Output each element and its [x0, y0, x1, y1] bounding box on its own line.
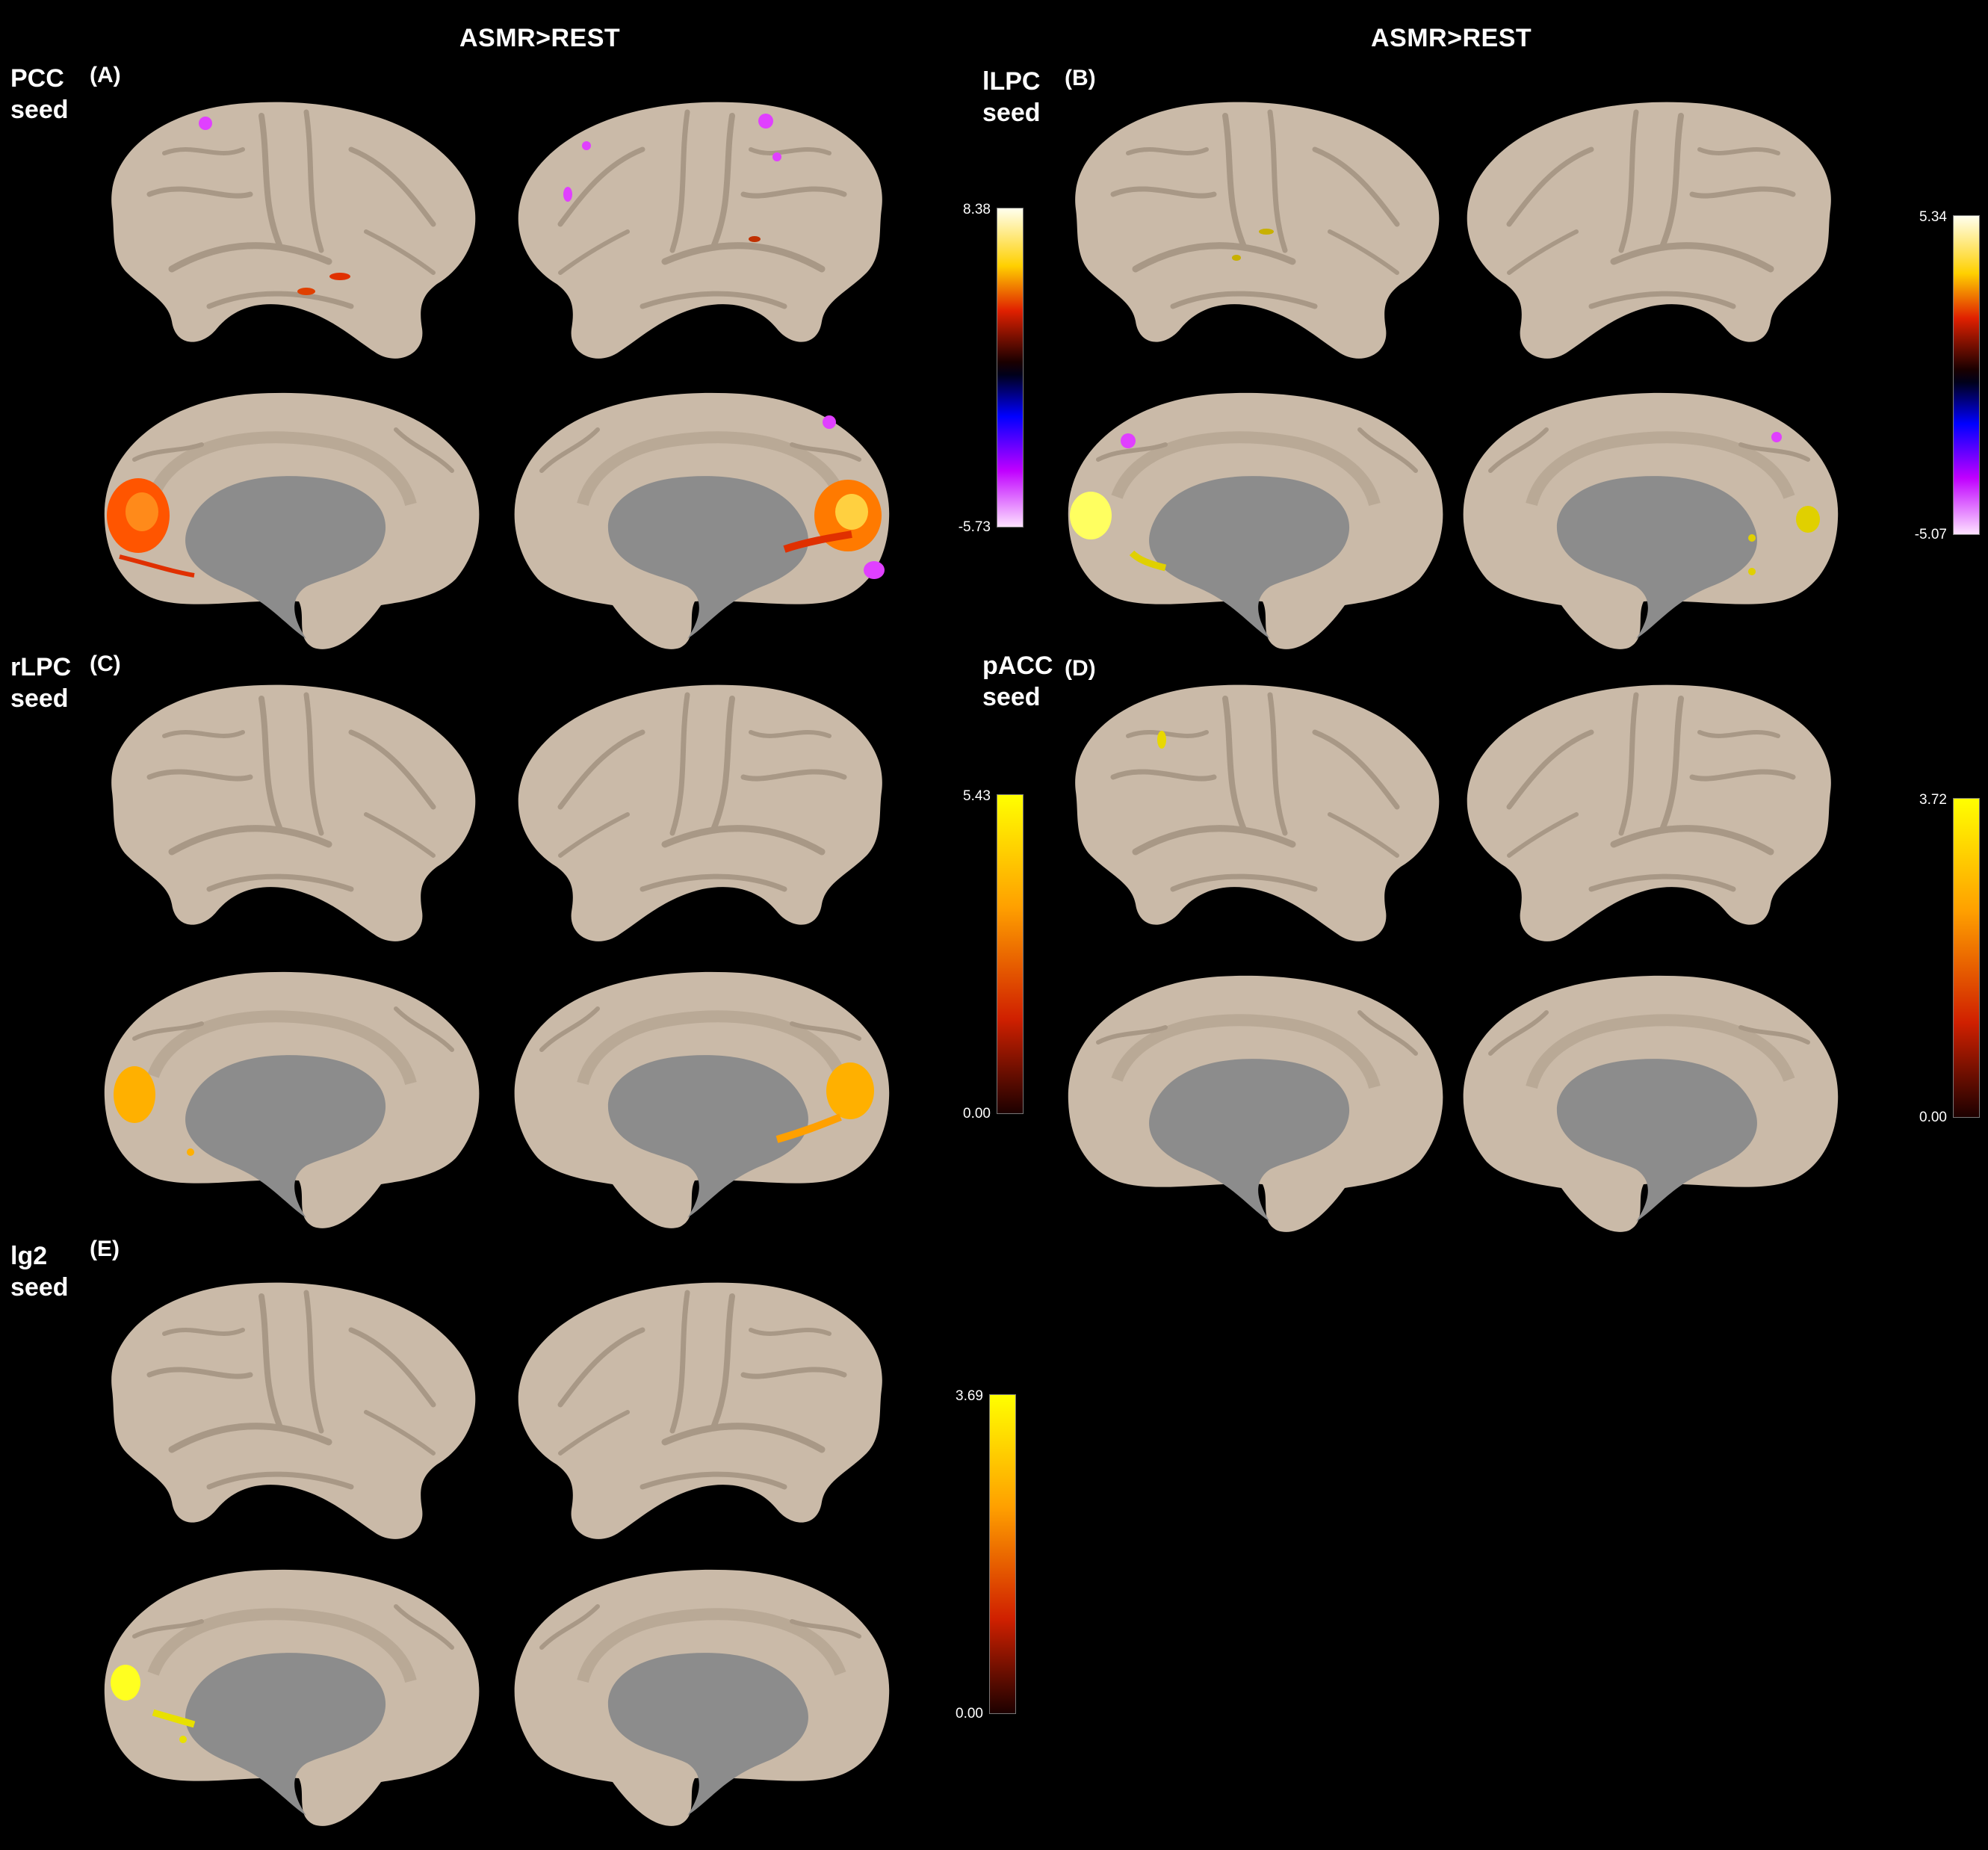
- brain-medial-right-e: [508, 1554, 911, 1838]
- seed-name-d: pACC: [982, 652, 1053, 680]
- seed-name-c: rLPC: [10, 653, 72, 681]
- header-left: ASMR>REST: [459, 24, 621, 52]
- brain-lateral-left-d: [1046, 665, 1449, 949]
- colorbar-max-d: 3.72: [1919, 792, 1947, 808]
- colorbar-gradient-c: [997, 794, 1024, 1114]
- colorbar-min-b: -5.07: [1914, 527, 1947, 542]
- seed-name-e: lg2: [10, 1242, 48, 1270]
- seed-label-d: pACC seed: [982, 650, 1053, 713]
- brain-lateral-right-c: [508, 665, 911, 949]
- panel-label-e: (E): [90, 1237, 120, 1261]
- colorbar-c: 5.43 0.00: [882, 788, 1024, 1124]
- brain-medial-right-b: [1457, 377, 1860, 661]
- colorbar-b: 5.34 -5.07: [1838, 209, 1980, 545]
- brain-medial-left-d: [1046, 960, 1449, 1244]
- colorbar-gradient-a: [997, 208, 1024, 528]
- brain-lateral-right-d: [1457, 665, 1860, 949]
- panel-label-b: (B): [1065, 66, 1096, 90]
- brain-lateral-right-e: [508, 1263, 911, 1547]
- colorbar-min-e: 0.00: [956, 1706, 983, 1721]
- panel-label-a: (A): [90, 63, 121, 87]
- colorbar-gradient-b: [1953, 215, 1980, 535]
- panel-label-d: (D): [1065, 656, 1096, 681]
- brain-medial-right-c: [508, 956, 911, 1240]
- colorbar-min-c: 0.00: [963, 1106, 991, 1122]
- colorbar-gradient-e: [989, 1394, 1016, 1714]
- brain-lateral-left-a: [82, 82, 486, 366]
- colorbar-max-c: 5.43: [963, 788, 991, 804]
- brain-lateral-left-c: [82, 665, 486, 949]
- seed-word-b: seed: [982, 99, 1041, 127]
- seed-name-a: PCC: [10, 64, 64, 93]
- colorbar-min-a: -5.73: [958, 519, 991, 535]
- brain-medial-left-c: [82, 956, 486, 1240]
- seed-name-b: lLPC: [982, 67, 1041, 96]
- brain-medial-right-a: [508, 377, 911, 661]
- colorbar-e: 3.69 0.00: [874, 1388, 1016, 1724]
- colorbar-gradient-d: [1953, 798, 1980, 1118]
- brain-medial-left-e: [82, 1554, 486, 1838]
- brain-lateral-left-b: [1046, 82, 1449, 366]
- seed-label-e: lg2 seed: [10, 1240, 69, 1303]
- seed-word-c: seed: [10, 684, 69, 713]
- brain-lateral-left-e: [82, 1263, 486, 1547]
- brain-medial-left-b: [1046, 377, 1449, 661]
- colorbar-max-b: 5.34: [1919, 209, 1947, 225]
- colorbar-d: 3.72 0.00: [1838, 792, 1980, 1128]
- brain-medial-right-d: [1457, 960, 1860, 1244]
- seed-word-a: seed: [10, 96, 69, 124]
- panel-label-c: (C): [90, 652, 121, 676]
- brain-lateral-right-a: [508, 82, 911, 366]
- seed-word-d: seed: [982, 683, 1041, 711]
- seed-word-e: seed: [10, 1273, 69, 1302]
- header-right: ASMR>REST: [1371, 24, 1532, 52]
- seed-label-c: rLPC seed: [10, 652, 71, 714]
- colorbar-max-e: 3.69: [956, 1388, 983, 1404]
- brain-medial-left-a: [82, 377, 486, 661]
- brain-lateral-right-b: [1457, 82, 1860, 366]
- colorbar-a: 8.38 -5.73: [882, 202, 1024, 538]
- colorbar-min-d: 0.00: [1919, 1110, 1947, 1125]
- seed-label-a: PCC seed: [10, 63, 69, 126]
- seed-label-b: lLPC seed: [982, 66, 1041, 129]
- colorbar-max-a: 8.38: [963, 202, 991, 217]
